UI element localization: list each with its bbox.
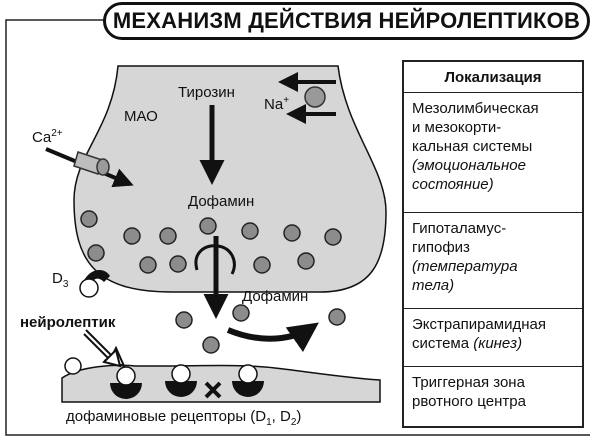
postsynaptic-membrane — [61, 364, 381, 403]
row-line: рвотного центра — [412, 393, 526, 410]
row-line: и мезокорти- — [412, 119, 502, 136]
calcium-channel-icon — [45, 147, 134, 188]
neuroleptic-arrow-outline — [83, 333, 122, 368]
na-charge: + — [283, 95, 290, 106]
localization-table: Локализация Мезолимбическая и мезокорти-… — [402, 60, 584, 428]
page-title: МЕХАНИЗМ ДЕЙСТВИЯ НЕЙРОЛЕПТИКОВ — [103, 2, 590, 40]
title-text: МЕХАНИЗМ ДЕЙСТВИЯ НЕЙРОЛЕПТИКОВ — [112, 8, 581, 33]
table-row: Мезолимбическая и мезокорти- кальная сис… — [404, 93, 582, 213]
row-note: состояние) — [412, 176, 494, 193]
ca-charge: 2+ — [51, 128, 63, 139]
d3-subscript: 3 — [62, 279, 69, 290]
table-row: Триггерная зона рвотного центра — [404, 367, 582, 425]
block-cross-icon — [204, 381, 222, 399]
dopamine-released-label: Дофамин — [242, 288, 309, 305]
table-row: Экстрапирамидная система (кинез) — [404, 309, 582, 367]
receptors-prefix: дофаминовые рецепторы (D — [66, 408, 267, 425]
ca-symbol: Ca — [32, 129, 52, 146]
row-line: система — [412, 335, 474, 352]
row-line: гипофиз — [412, 239, 470, 256]
localization-header: Локализация — [404, 62, 582, 93]
receptors-sub1: 1 — [266, 417, 272, 428]
receptor-sites — [64, 357, 264, 399]
free-neuroleptic-ball — [64, 357, 82, 375]
dopamine-inside-label: Дофамин — [188, 193, 255, 210]
receptors-label: дофаминовые рецепторы (D1, D2) — [66, 408, 301, 432]
neuroleptic-bound-ball — [238, 364, 258, 384]
row-note: (кинез) — [473, 335, 523, 352]
receptors-suffix: ) — [296, 408, 302, 425]
d3-symbol: D — [52, 270, 63, 287]
row-line: Экстрапирамидная — [412, 316, 546, 333]
reuptake-curve — [194, 244, 236, 275]
neuroleptic-bound-ball — [116, 366, 136, 386]
neuroleptic-bound-ball — [171, 364, 191, 384]
dopamine-diffusion-arrow — [226, 322, 319, 353]
row-line: Мезолимбическая — [412, 100, 539, 117]
released-dopamine — [175, 304, 346, 354]
row-line: Гипоталамус- — [412, 220, 507, 237]
na-label: Na+ — [264, 92, 289, 114]
receptors-sub2: 2 — [290, 417, 297, 428]
row-line: кальная системы — [412, 138, 533, 155]
frame-border — [5, 19, 590, 436]
row-note: (эмоциональное — [412, 157, 526, 174]
neuroleptic-label: нейролептик — [20, 314, 116, 331]
dopamine-vesicles — [80, 210, 342, 274]
na-symbol: Na — [264, 96, 284, 113]
receptors-mid: , D — [271, 408, 291, 425]
row-line-with-note: система (кинез) — [412, 334, 576, 353]
d3-label: D3 — [52, 270, 68, 294]
table-row: Гипоталамус- гипофиз (температура тела) — [404, 213, 582, 309]
row-line: Триггерная зона — [412, 374, 525, 391]
row-note: тела) — [412, 277, 455, 294]
tyrosine-label: Тирозин — [178, 84, 235, 101]
ca-label: Ca2+ — [32, 125, 63, 147]
row-note: (температура — [412, 258, 518, 275]
d3-receptor-ball — [79, 278, 99, 298]
sodium-transport-icon — [278, 72, 336, 124]
mao-label: МАО — [124, 108, 158, 125]
